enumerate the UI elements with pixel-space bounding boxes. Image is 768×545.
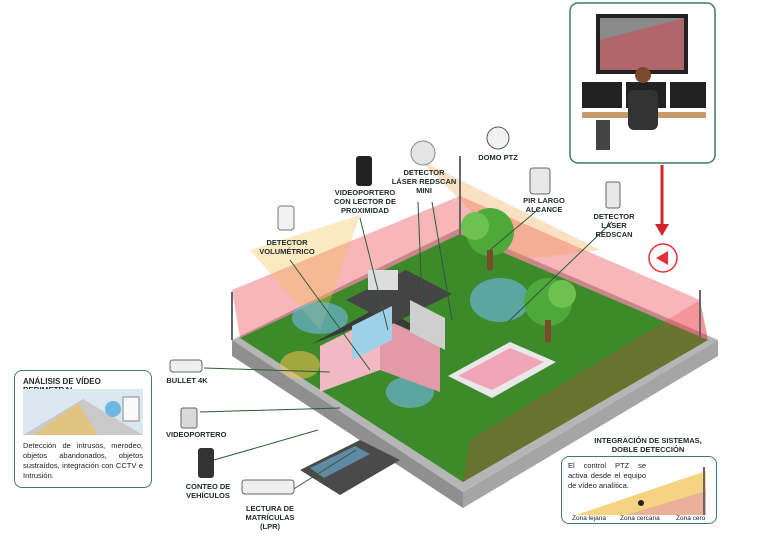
label-bullet-4k: BULLET 4K <box>166 376 208 385</box>
pointer-lines <box>199 201 613 491</box>
domo-ptz-icon <box>486 126 510 150</box>
trees <box>461 208 576 342</box>
integracion-title: INTEGRACIÓN DE SISTEMAS, DOBLE DETECCIÓN <box>594 436 702 454</box>
label-detector-laser-redscan: DETECTOR LÁSER REDSCAN <box>593 212 635 239</box>
zone-cercana-label: Zona cercana <box>620 515 660 522</box>
label-domo-ptz: DOMO PTZ <box>478 153 518 162</box>
label-pir-largo-alcance: PIR LARGO ALCANCE <box>523 196 565 214</box>
pir-largo-alcance-icon <box>529 167 551 195</box>
conteo-vehiculos-icon <box>198 448 214 478</box>
analisis-video-illustration <box>23 389 143 435</box>
analisis-video-text: Detección de intrusos, merodeo, objetos … <box>23 441 143 480</box>
laser-mini-icon <box>410 140 436 166</box>
label-detector-laser-mini: DETECTOR LÁSER REDSCAN MINI <box>391 168 457 195</box>
detection-beams <box>250 160 600 408</box>
videoportero-icon <box>180 407 198 429</box>
label-detector-volumetrico: DETECTOR VOLUMÉTRICO <box>259 238 315 256</box>
label-videoportero: VIDEOPORTERO <box>166 430 227 439</box>
driveway <box>300 440 400 495</box>
label-lectura-matriculas: LECTURA DE MATRÍCULAS (LPR) <box>245 504 295 531</box>
house <box>312 270 452 392</box>
property-plot <box>232 196 718 508</box>
fence-posts <box>231 156 701 340</box>
analisis-video-panel: ANÁLISIS DE VÍDEO PERIMETRAL Detección d… <box>14 370 152 488</box>
double-detection-illustration <box>576 467 706 515</box>
integracion-text: El control PTZ se activa desde el equipo… <box>568 461 646 490</box>
control-room-illustration <box>569 2 716 164</box>
bullet-4k-icon <box>169 359 203 373</box>
videoportero-lector-icon <box>356 156 372 186</box>
laser-redscan-icon <box>605 181 621 209</box>
volumetric-detector-icon <box>277 205 295 231</box>
zone-cero-label: Zona cero <box>676 515 706 522</box>
zone-lejana-label: Zona lejana <box>572 515 606 522</box>
label-conteo-vehiculos: CONTEO DE VEHÍCULOS <box>185 482 231 500</box>
integracion-panel: El control PTZ se activa desde el equipo… <box>561 456 717 524</box>
label-videoportero-lector: VIDEOPORTERO CON LECTOR DE PROXIMIDAD <box>334 188 396 215</box>
device-icons <box>169 126 678 495</box>
lpr-camera-icon <box>241 479 295 495</box>
pool <box>448 342 556 398</box>
